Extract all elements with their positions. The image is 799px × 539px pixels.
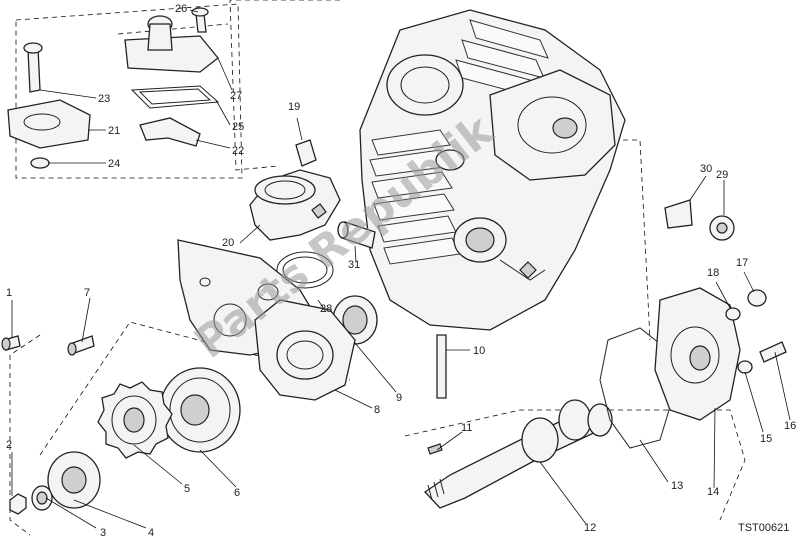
hex-nut [9,493,27,515]
washer-15 [737,360,753,374]
pump-cover [254,299,356,401]
callout-22: 22 [232,145,244,157]
washer-24 [30,157,50,169]
callout-18: 18 [707,267,719,279]
callout-27: 27 [230,90,242,102]
retaining-plate [47,451,101,509]
callout-13: 13 [671,480,683,492]
callout-23: 23 [98,93,110,105]
callout-26: 26 [175,3,187,15]
dowel-sleeve [337,221,376,249]
callout-11: 11 [461,422,472,434]
pulley [159,367,241,453]
stud-bolt [436,334,447,399]
clip-22 [139,117,201,147]
callout-20: 20 [222,237,234,249]
callout-numbers: 1 2 3 4 5 6 7 8 9 10 11 12 13 14 15 16 1… [6,3,796,539]
bolt-19 [295,139,317,167]
cylinder-head [359,9,626,331]
callout-1: 1 [6,287,12,299]
screw-1 [1,335,21,351]
cam-cover [654,287,741,421]
callout-9: 9 [396,392,402,404]
camshaft [424,399,613,509]
callout-3: 3 [100,527,106,539]
callout-31: 31 [348,259,360,271]
cover-21 [7,99,91,149]
callout-30: 30 [700,163,712,175]
callout-25: 25 [232,121,244,133]
callout-29: 29 [716,169,728,181]
reference-code: TST00621 [738,522,789,534]
callout-28: 28 [320,303,332,315]
washer [31,485,53,511]
callout-19: 19 [288,101,300,113]
callout-16: 16 [784,420,796,432]
callout-12: 12 [584,522,596,534]
fitting-27 [124,15,219,73]
screw-26 [191,7,209,33]
callout-8: 8 [374,404,380,416]
callout-15: 15 [760,433,772,445]
washer-18 [725,307,741,321]
washer-30 [664,199,693,229]
callout-14: 14 [707,486,719,498]
callout-5: 5 [184,483,190,495]
cover-gasket [599,327,673,449]
callout-2: 2 [6,439,12,451]
bolt-23 [23,42,43,93]
woodruff-key [427,443,443,455]
callout-7: 7 [84,287,90,299]
leader-lines [11,9,791,529]
nut-29 [709,215,735,241]
bolt-17 [747,289,767,307]
bolt-16 [759,341,787,363]
o-ring [276,251,334,289]
gasket-25 [130,85,220,109]
screw-7 [67,335,95,356]
sprocket-gear [97,381,173,459]
callout-24: 24 [108,158,120,170]
callout-10: 10 [473,345,485,357]
callout-6: 6 [234,487,240,499]
thermostat-housing [249,169,341,241]
callout-21: 21 [108,125,120,137]
callout-17: 17 [736,257,748,269]
callout-4: 4 [148,527,154,539]
